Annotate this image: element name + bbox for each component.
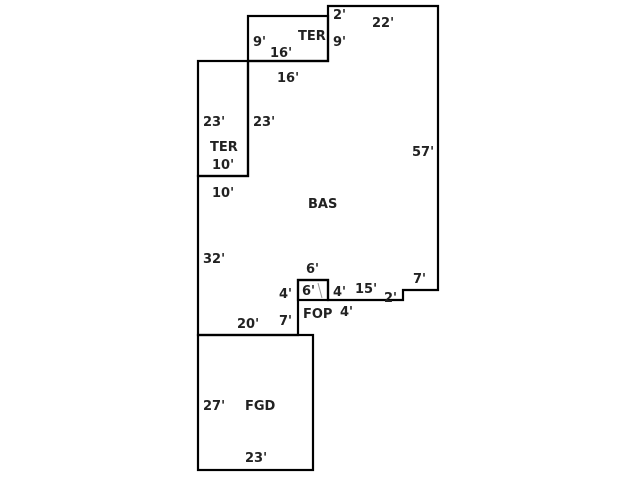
dim-label: 6' [306,262,319,277]
dim-label: 15' [355,282,377,297]
dim-label: 16' [277,71,299,86]
area-label-bas: BAS [308,197,337,212]
dim-label: 16' [270,46,292,61]
fgd-outline [196,333,315,472]
dim-label: 4' [333,285,346,300]
area-label-ter-left-sub: 10' [212,158,234,173]
dim-label: 22' [372,16,394,31]
area-label-fop: FOP [303,307,332,322]
fop-outline [296,278,330,302]
dim-label: 27' [203,399,225,414]
dim-label: 9' [333,35,346,50]
area-label-fgd: FGD [245,399,276,414]
dim-label: 23' [203,115,225,130]
fop-arrow [317,282,323,299]
dim-label: 2' [333,8,346,23]
dim-label: 10' [212,186,234,201]
dim-label: 32' [203,252,225,267]
dim-label: 4' [340,305,353,320]
dim-label: 2' [384,291,397,306]
dim-label: 7' [279,314,292,329]
dim-label: 4' [279,287,292,302]
dim-label: 57' [412,145,434,160]
area-label-ter-top: TER [298,29,326,44]
dim-label: 9' [253,35,266,50]
ter-top-outline [246,14,330,63]
dim-label: 23' [245,451,267,466]
dim-label: 23' [253,115,275,130]
area-label-ter-left: TER [210,140,238,155]
dim-label: 20' [237,317,259,332]
ter-left-outline [196,59,250,178]
dim-label: 7' [413,272,426,287]
dim-label: 6' [302,284,315,299]
